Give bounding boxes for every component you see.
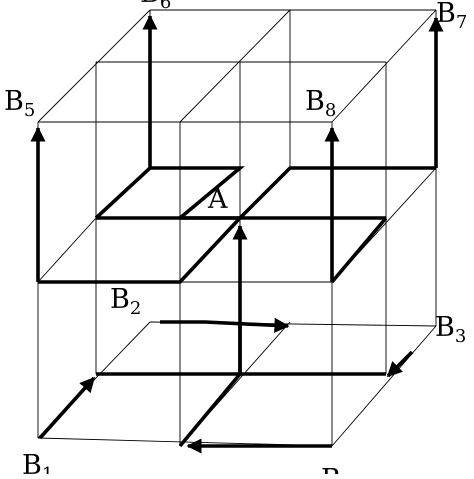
labels: A B1 B2 B3 B4 B5 B6 B7 B8 <box>4 0 467 479</box>
arrow-b1 <box>38 376 96 440</box>
arrow-b3 <box>386 350 414 378</box>
label-b2: B2 <box>110 284 141 319</box>
label-b8: B8 <box>305 86 336 121</box>
upper-square-right <box>238 166 436 220</box>
label-b7: B7 <box>436 0 467 33</box>
label-b4: B4 <box>321 464 352 474</box>
bold-paths <box>38 166 436 448</box>
label-b3: B3 <box>435 312 466 347</box>
label-a: A <box>207 184 228 215</box>
path-to-b8 <box>330 216 388 284</box>
lower-left-edge <box>178 372 242 448</box>
label-b5: B5 <box>4 86 35 121</box>
label-b1: B1 <box>22 450 53 474</box>
path-to-b5 <box>38 216 245 284</box>
arrow-b2 <box>160 317 290 333</box>
upper-square-left <box>94 166 245 220</box>
arrows <box>30 14 444 454</box>
label-b6: B6 <box>140 0 171 13</box>
